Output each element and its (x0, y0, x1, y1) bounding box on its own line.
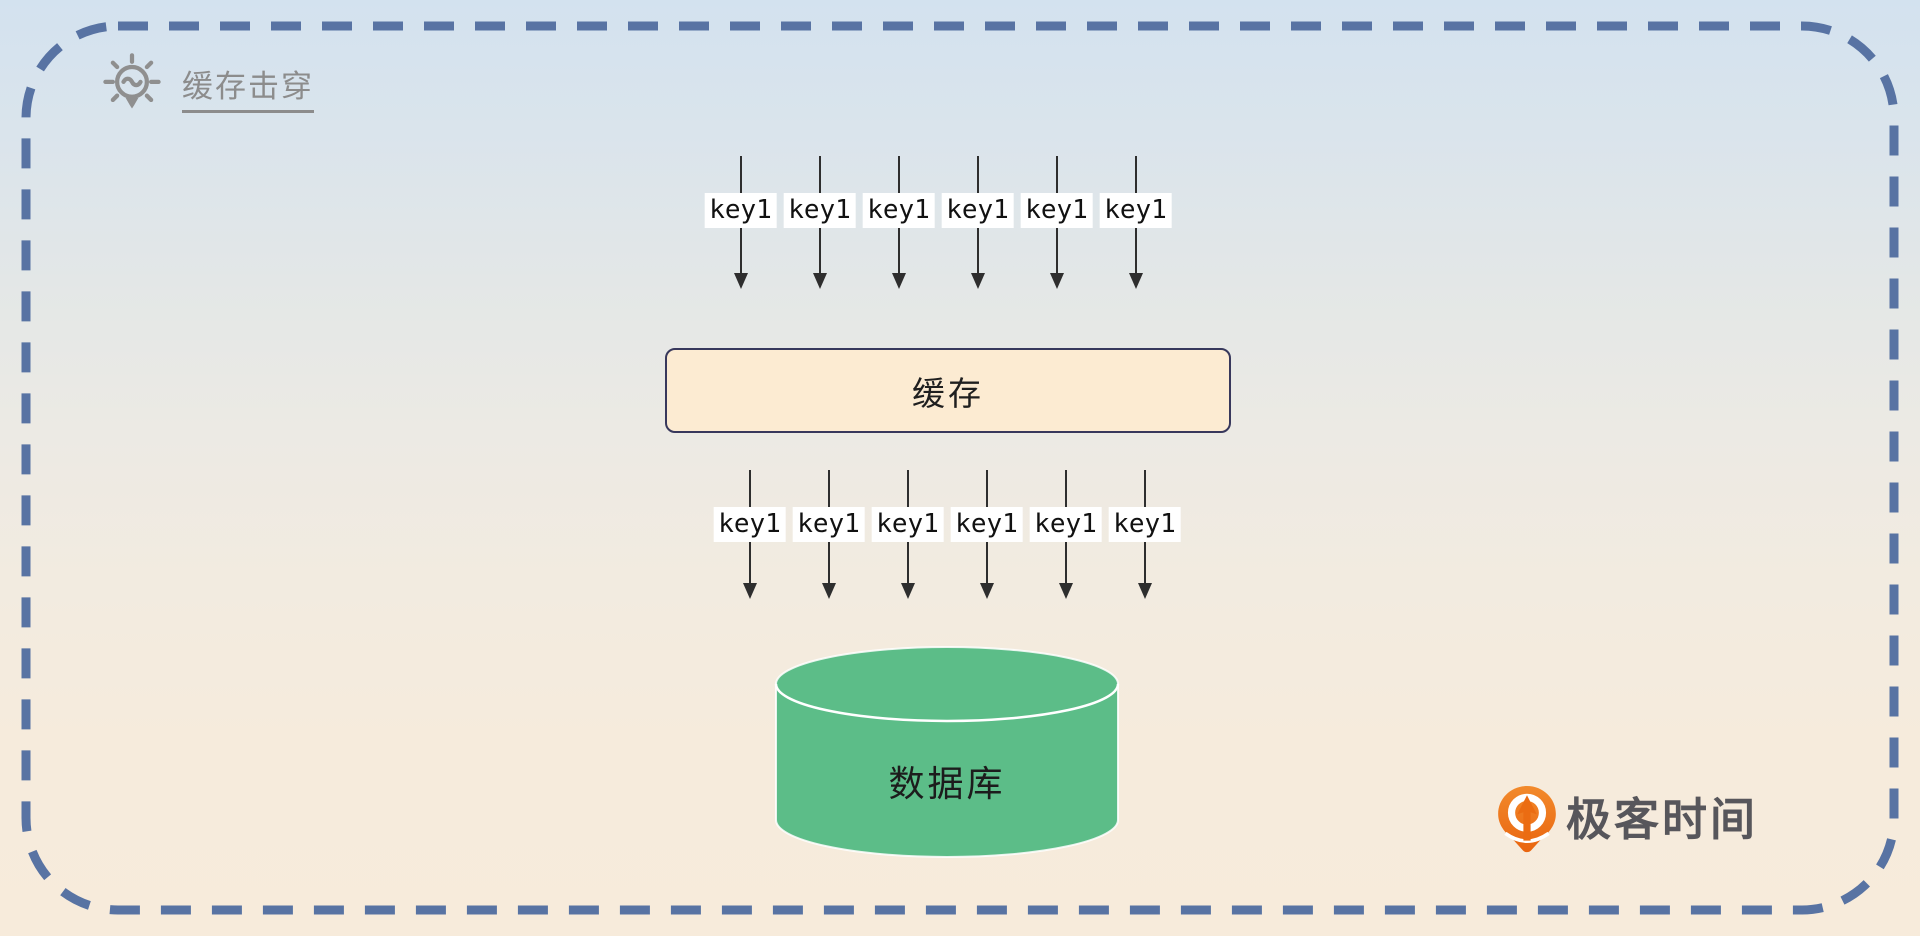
arrow-down-icon (821, 583, 836, 599)
request-arrow: key1 (789, 470, 868, 599)
database-node: 数据库 (772, 643, 1122, 859)
request-arrow: key1 (868, 470, 947, 599)
cache-label: 缓存 (912, 374, 984, 412)
brand-logo: 极客时间 (1498, 786, 1758, 854)
arrow-down-icon (1128, 273, 1143, 289)
geektime-q-pin-icon (1498, 786, 1556, 853)
arrow-down-icon (1058, 583, 1073, 599)
request-arrow: key1 (710, 470, 789, 599)
request-arrow: key1 (701, 156, 780, 289)
arrow-down-icon (979, 583, 994, 599)
arrow-down-icon (1049, 273, 1064, 289)
request-arrow: key1 (1105, 470, 1184, 599)
key-label: key1 (950, 507, 1023, 542)
request-arrow: key1 (859, 156, 938, 289)
key-label: key1 (1108, 507, 1181, 542)
lightbulb-icon (103, 53, 161, 109)
key-label: key1 (941, 193, 1014, 228)
key-label: key1 (1029, 507, 1102, 542)
key-label: key1 (704, 193, 777, 228)
key-label: key1 (862, 193, 935, 228)
top-request-arrows: key1 key1 key1 key1 key1 key1 (701, 156, 1175, 289)
page-title: 缓存击穿 (182, 69, 314, 114)
arrow-down-icon (970, 273, 985, 289)
request-arrow: key1 (1026, 470, 1105, 599)
key-label: key1 (783, 193, 856, 228)
database-cylinder-icon (774, 646, 1120, 858)
key-label: key1 (792, 507, 865, 542)
arrow-down-icon (900, 583, 915, 599)
key-label: key1 (713, 507, 786, 542)
arrow-down-icon (812, 273, 827, 289)
request-arrow: key1 (938, 156, 1017, 289)
key-label: key1 (871, 507, 944, 542)
arrow-down-icon (733, 273, 748, 289)
request-arrow: key1 (780, 156, 859, 289)
key-label: key1 (1099, 193, 1172, 228)
arrow-down-icon (891, 273, 906, 289)
header: 缓存击穿 (98, 50, 314, 118)
bottom-request-arrows: key1 key1 key1 key1 key1 key1 (710, 470, 1184, 599)
key-label: key1 (1020, 193, 1093, 228)
database-label: 数据库 (888, 763, 1006, 804)
request-arrow: key1 (1096, 156, 1175, 289)
request-arrow: key1 (1017, 156, 1096, 289)
arrow-down-icon (742, 583, 757, 599)
request-arrow: key1 (947, 470, 1026, 599)
arrow-down-icon (1137, 583, 1152, 599)
brand-name: 极客时间 (1566, 794, 1759, 845)
cache-node: 缓存 (665, 348, 1231, 433)
